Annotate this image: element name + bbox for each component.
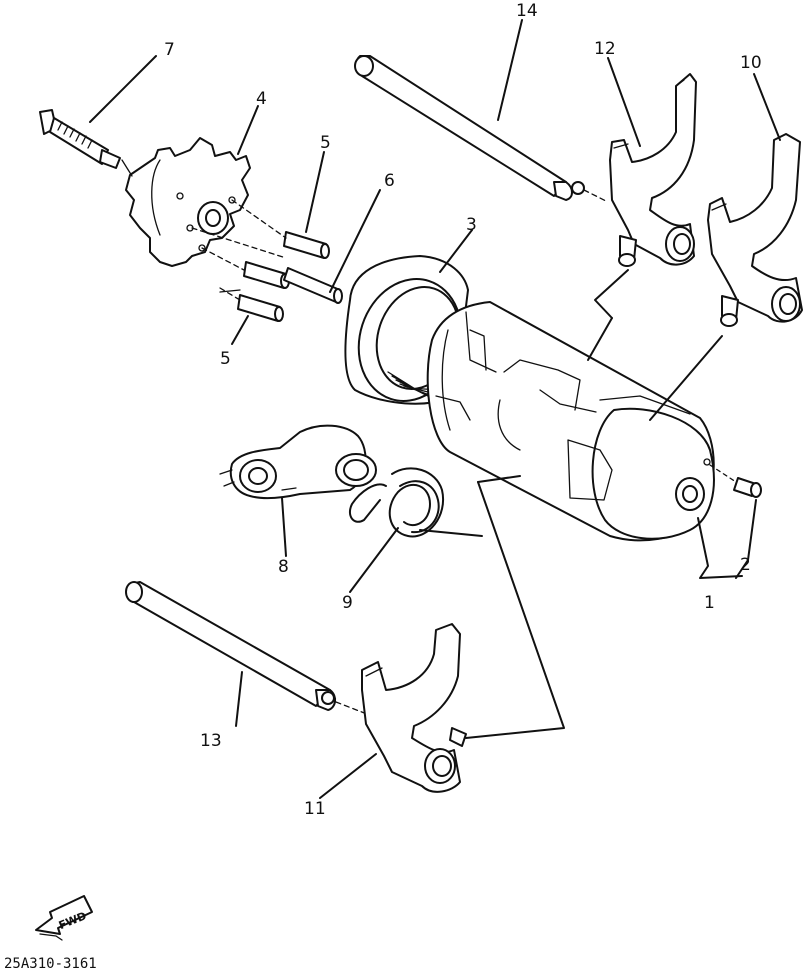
callout-9: 9 bbox=[342, 593, 353, 613]
callout-10: 10 bbox=[740, 53, 762, 73]
part-13-shift-fork-shaft-lower bbox=[125, 581, 373, 717]
callout-labels: 7 4 5 6 3 5 14 12 10 8 9 2 1 13 11 bbox=[164, 1, 762, 819]
callout-11: 11 bbox=[304, 799, 326, 819]
callout-13: 13 bbox=[200, 731, 222, 751]
part-1-shift-cam bbox=[426, 301, 723, 542]
part-10-shift-fork bbox=[707, 133, 803, 327]
part-6-long-pin bbox=[283, 267, 343, 304]
callout-6: 6 bbox=[384, 171, 395, 191]
part-7-bolt bbox=[39, 109, 121, 169]
part-14-shift-fork-shaft-upper bbox=[354, 55, 609, 203]
leader-lines bbox=[89, 19, 781, 799]
part-5-pin-middle bbox=[243, 261, 290, 289]
part-12-shift-fork bbox=[594, 73, 697, 319]
part-4-stopper-plate bbox=[125, 137, 251, 267]
callout-2: 2 bbox=[740, 555, 751, 575]
callout-8: 8 bbox=[278, 557, 289, 577]
part-5-pin-lower bbox=[237, 294, 284, 322]
callout-4: 4 bbox=[256, 89, 267, 109]
callout-1: 1 bbox=[704, 593, 715, 613]
part-11-shift-fork bbox=[361, 481, 565, 793]
callout-7: 7 bbox=[164, 40, 175, 60]
drawing-code: 25A310-3161 bbox=[4, 956, 97, 972]
fwd-direction-arrow: FWD bbox=[35, 895, 93, 941]
part-9-return-spring bbox=[348, 467, 483, 538]
callout-12: 12 bbox=[594, 39, 616, 59]
alignment-lines-pins bbox=[121, 159, 287, 301]
part-5-pin-upper bbox=[283, 231, 330, 259]
callout-3: 3 bbox=[466, 215, 477, 235]
callout-5-upper: 5 bbox=[320, 133, 331, 153]
callout-5-lower: 5 bbox=[220, 349, 231, 369]
part-2-pin bbox=[709, 464, 762, 498]
part-8-shift-lever bbox=[219, 424, 377, 500]
callout-14: 14 bbox=[516, 1, 538, 21]
